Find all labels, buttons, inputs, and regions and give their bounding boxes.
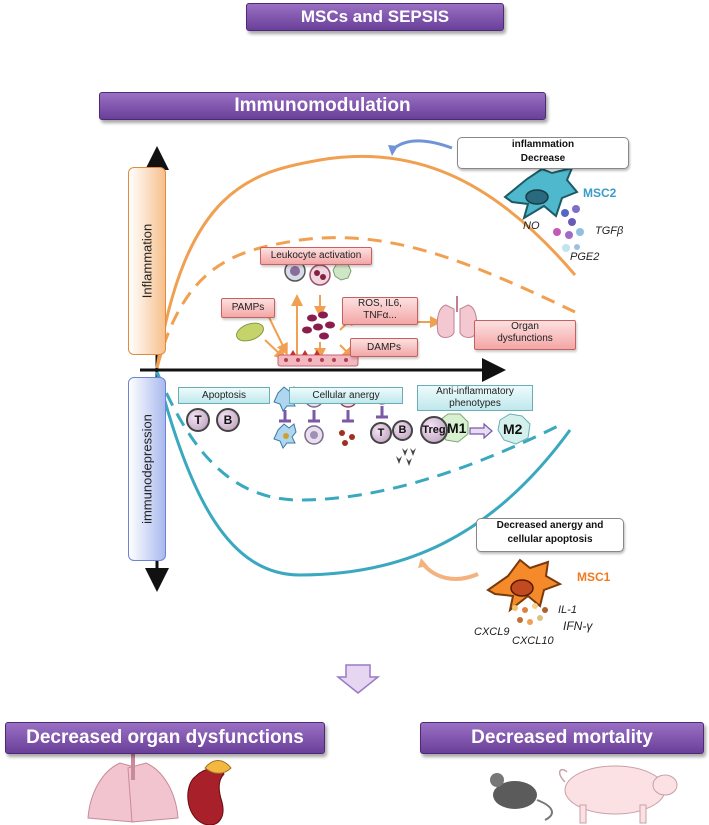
treg-cell-icon: Treg <box>420 416 448 444</box>
m2-label: M2 <box>503 421 523 437</box>
anergy-b-cell-icon: B <box>392 420 413 441</box>
t-cell-icon: T <box>186 408 210 432</box>
bacterium-icon <box>236 322 264 342</box>
immunomodulation-banner: Immunomodulation <box>99 92 546 120</box>
immunodepression-curve-dashed <box>155 371 561 502</box>
mediator-cxcl10: CXCL10 <box>512 635 554 647</box>
anti-line1: Anti-inflammatory <box>436 386 514 397</box>
msc2-effect-line2: Decrease <box>520 153 566 164</box>
m2-shape <box>497 413 531 445</box>
m1-to-m2-arrow <box>469 422 493 440</box>
leukocyte-activation-box: Leukocyte activation <box>260 247 372 265</box>
anti-inflammatory-box: Anti-inflammatory phenotypes <box>417 385 533 411</box>
down-arrow <box>335 664 381 694</box>
pig-icon <box>558 765 678 824</box>
cellular-anergy-box: Cellular anergy <box>289 387 403 404</box>
msc2-mediators <box>553 205 584 252</box>
mortality-outcome-banner: Decreased mortality <box>420 722 704 754</box>
anti-line2: phenotypes <box>449 398 501 409</box>
m1-label: M1 <box>447 420 467 436</box>
msc2-effect-box: inflammation Decrease <box>457 137 629 169</box>
b-cell-icon: B <box>216 408 240 432</box>
mediator-ifng: IFN-γ <box>563 619 593 633</box>
inhibition-markers <box>279 406 388 423</box>
msc2-label: MSC2 <box>583 186 617 200</box>
lungs-small-icon <box>436 296 478 338</box>
organ-outcome-banner: Decreased organ dysfunctions <box>5 722 325 754</box>
ros-cytokines-box: ROS, IL6, TNFα... <box>342 297 418 325</box>
pamps-box: PAMPs <box>221 298 275 318</box>
organ-dysfunctions-box: Organ dysfunctions <box>474 320 576 350</box>
mediator-tgfb: TGFβ <box>595 225 624 237</box>
neutrophil-cell <box>309 264 331 286</box>
msc1-effect-box: Decreased anergy and cellular apoptosis <box>476 518 624 552</box>
inflammation-curve-dashed <box>155 236 576 369</box>
msc2-effect-line1: inflammation <box>511 139 575 150</box>
immunodepression-axis-label: immunodepression <box>128 377 166 561</box>
msc1-mediators <box>512 603 548 625</box>
organ-line2: dysfunctions <box>497 333 553 344</box>
msc2-cell-icon <box>503 166 579 221</box>
ros-line2: TNFα... <box>363 310 397 321</box>
mediator-il1: IL-1 <box>558 604 577 616</box>
msc1-label: MSC1 <box>577 570 611 584</box>
apoptosis-box: Apoptosis <box>178 387 270 404</box>
mediator-no: NO <box>523 220 540 232</box>
msc1-effect-line1: Decreased anergy and <box>496 520 604 531</box>
kidney-icon <box>187 760 232 825</box>
anergy-t-cell-icon: T <box>370 422 392 444</box>
ros-line1: ROS, IL6, <box>358 298 402 309</box>
inflammation-axis-label: Inflammation <box>128 167 166 355</box>
inflammation-curve-solid <box>155 154 577 369</box>
lungs-icon <box>87 752 179 823</box>
damps-box: DAMPs <box>350 338 418 357</box>
msc1-cell-icon <box>486 558 563 613</box>
title-banner: MSCs and SEPSIS <box>246 3 504 31</box>
cytokine-cluster <box>302 311 335 340</box>
msc1-curved-arrow <box>421 562 479 581</box>
mouse-icon <box>490 773 553 821</box>
mediator-pge2: PGE2 <box>570 251 600 263</box>
msc1-effect-line2: cellular apoptosis <box>507 534 593 545</box>
cytokine-stars <box>339 430 355 446</box>
mediator-cxcl9: CXCL9 <box>474 626 510 638</box>
organ-line1: Organ <box>511 321 539 332</box>
msc2-curved-arrow <box>390 139 453 152</box>
immunodepression-curve-solid <box>155 371 572 577</box>
